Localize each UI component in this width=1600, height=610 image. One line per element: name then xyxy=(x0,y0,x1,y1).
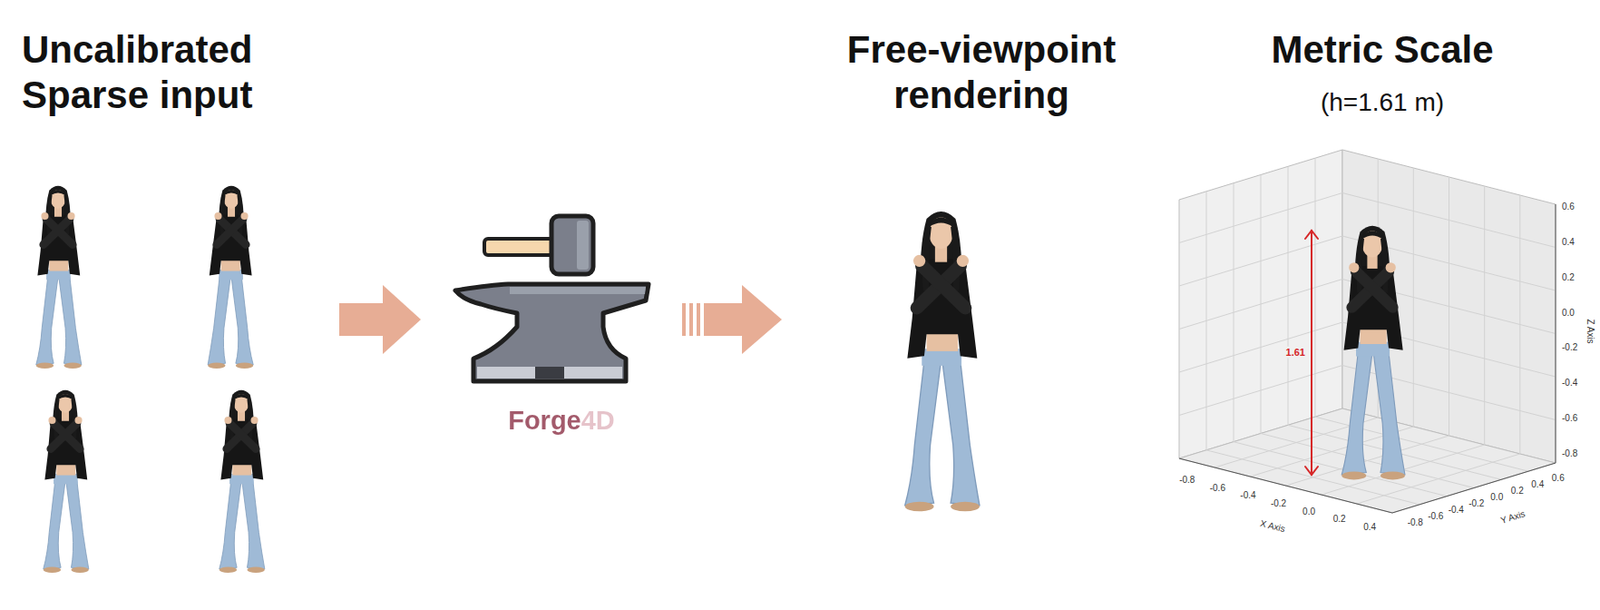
tick-label: -0.8 xyxy=(1179,474,1195,486)
rendered-view xyxy=(905,211,980,511)
axis-title: X Axis xyxy=(1258,517,1287,535)
tick-label: -0.6 xyxy=(1427,510,1444,522)
tick-label: 0.4 xyxy=(1561,236,1575,248)
plot-3d xyxy=(1179,149,1556,513)
tick-label: -0.2 xyxy=(1270,497,1287,509)
tick-label: 0.2 xyxy=(1333,513,1347,525)
tick-label: 0.0 xyxy=(1561,307,1575,319)
tick-label: -0.2 xyxy=(1561,341,1578,353)
column-heading: Metric Scale xyxy=(1200,27,1564,73)
column-heading: Free-viewpoint rendering xyxy=(831,27,1132,118)
tick-label: -0.8 xyxy=(1561,448,1578,459)
tick-label: -0.6 xyxy=(1209,482,1226,494)
dimension-label: 1.61 xyxy=(1285,346,1307,359)
tick-label: -0.4 xyxy=(1448,504,1464,516)
column-heading: Uncalibrated Sparse input xyxy=(21,27,294,118)
tick-label: -0.6 xyxy=(1561,412,1578,424)
axis-title: Y Axis xyxy=(1499,507,1527,527)
flow-arrow xyxy=(682,284,782,354)
tick-label: 0.6 xyxy=(1561,201,1575,213)
anvil-icon xyxy=(455,215,649,381)
tick-label: 0.4 xyxy=(1531,478,1544,490)
height-note: (h=1.61 m) xyxy=(1320,87,1444,118)
tick-label: 0.0 xyxy=(1490,491,1503,503)
tick-label: 0.4 xyxy=(1363,521,1376,533)
tick-label: 0.2 xyxy=(1511,485,1524,497)
axis-title: Z Axis xyxy=(1584,318,1596,343)
tick-label: -0.4 xyxy=(1561,377,1578,389)
method-name: Forge4D xyxy=(507,404,615,436)
input-views xyxy=(36,185,265,573)
tick-label: 0.6 xyxy=(1551,472,1565,484)
flow-arrow xyxy=(339,284,421,354)
tick-label: -0.8 xyxy=(1407,517,1424,528)
tick-label: -0.2 xyxy=(1468,497,1484,509)
tick-label: -0.4 xyxy=(1239,489,1256,501)
tick-label: 0.2 xyxy=(1561,272,1575,283)
tick-label: 0.0 xyxy=(1302,506,1316,518)
